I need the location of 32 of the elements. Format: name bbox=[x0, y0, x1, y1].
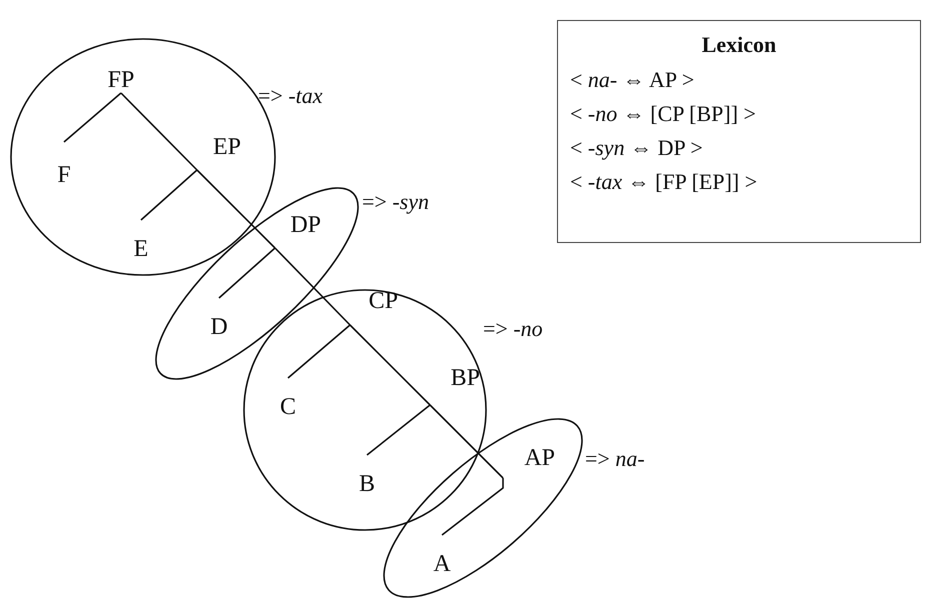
tree-branch bbox=[140, 169, 198, 221]
tree-branch bbox=[442, 478, 504, 536]
tree-branch bbox=[63, 92, 122, 143]
tree-branch bbox=[218, 247, 276, 299]
affix-label: => na- bbox=[585, 447, 645, 471]
lexicon-entry: < -tax ⇔ [FP [EP]] > bbox=[570, 168, 758, 196]
tree-branch bbox=[274, 247, 351, 326]
affix-label: => -syn bbox=[362, 190, 429, 214]
lexicon-entry: < -no ⇔ [CP [BP]] > bbox=[570, 100, 757, 128]
node-label: DP bbox=[290, 212, 321, 238]
node-label: D bbox=[210, 314, 228, 340]
node-label: FP bbox=[108, 67, 134, 93]
tree-branch bbox=[287, 324, 351, 379]
node-label: B bbox=[358, 471, 375, 497]
affix-label: => -no bbox=[483, 317, 543, 341]
node-label: F bbox=[57, 162, 71, 188]
node-label: EP bbox=[212, 134, 241, 160]
node-label: BP bbox=[450, 365, 480, 391]
tree-branch bbox=[366, 404, 430, 456]
tree-branch bbox=[429, 404, 504, 479]
lexicon-entry: < -syn ⇔ DP > bbox=[570, 134, 704, 162]
node-label: E bbox=[134, 236, 148, 262]
node-label: A bbox=[433, 551, 451, 577]
node-label: AP bbox=[524, 445, 555, 471]
tree-branch bbox=[196, 169, 276, 249]
node-label: C bbox=[280, 394, 296, 420]
affix-label: => -tax bbox=[258, 84, 323, 108]
lexicon-entry: < na- ⇔ AP > bbox=[570, 66, 696, 94]
tree-branch bbox=[120, 92, 198, 171]
box-heading: Lexicon bbox=[700, 31, 778, 59]
lexicon-box bbox=[557, 20, 921, 243]
tree-branch bbox=[349, 324, 431, 406]
